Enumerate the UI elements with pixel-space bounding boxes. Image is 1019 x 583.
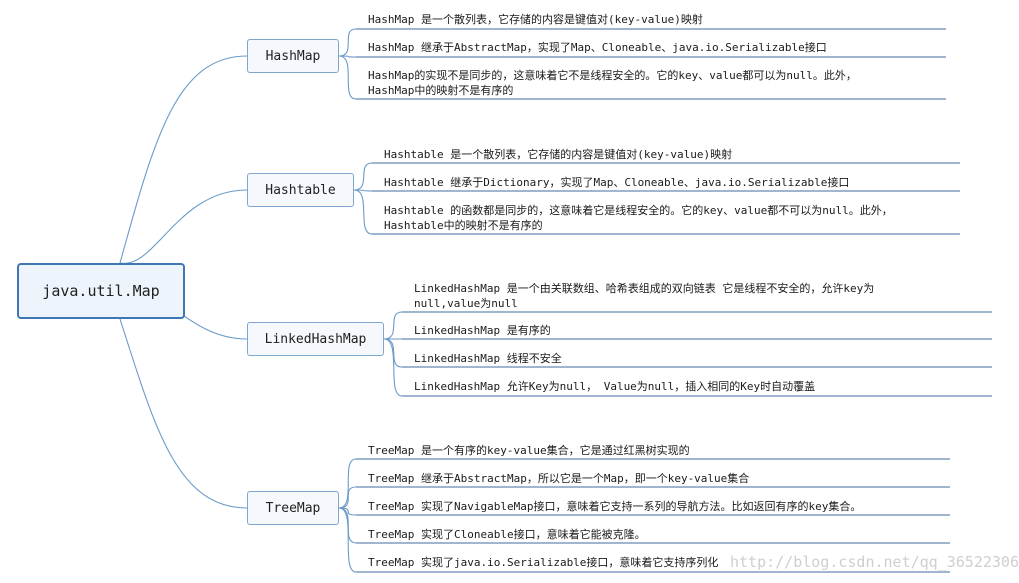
branch-leaf-connector [353,189,373,192]
watermark: http://blog.csdn.net/qq_36522306 [730,553,1019,571]
leaf-text: TreeMap 实现了java.io.Serializable接口，意味着它支持… [368,556,719,569]
leaf-text: LinkedHashMap 是一个由关联数组、哈希表组成的双向链表 它是线程不安… [414,282,875,295]
branch-node-hashtable[interactable]: Hashtable [247,173,354,207]
leaf-text: Hashtable中的映射不是有序的 [384,219,543,232]
root-branch-connector [119,189,248,264]
branch-leaf-connector [338,55,357,58]
leaf-text: LinkedHashMap 线程不安全 [414,352,562,365]
leaf-text: LinkedHashMap 允许Key为null， Value为null，插入相… [414,380,816,393]
leaf-text: HashMap的实现不是同步的，这意味着它不是线程安全的。它的key、value… [368,69,857,82]
leaf-text: TreeMap 实现了NavigableMap接口，意味着它支持一系列的导航方法… [368,500,862,513]
branch-label: HashMap [265,48,321,64]
branch-leaf-connector [338,55,357,100]
leaf-text: Hashtable 的函数都是同步的，这意味着它是线程安全的。它的key、val… [384,204,893,217]
leaf-text: TreeMap 是一个有序的key-value集合，它是通过红黑树实现的 [368,444,690,457]
root-branch-connector [119,55,248,264]
leaf-text: Hashtable 是一个散列表，它存储的内容是键值对(key-value)映射 [384,148,733,161]
branch-leaf-connector [338,507,357,573]
branch-label: TreeMap [265,500,321,516]
branch-leaf-connector [338,28,357,57]
branch-leaf-connector [353,162,373,191]
branch-leaf-connector [338,458,357,509]
leaf-text: HashMap中的映射不是有序的 [368,84,514,97]
root-label: java.util.Map [42,282,160,300]
leaf-text: null,value为null [414,297,518,310]
leaf-text: Hashtable 继承于Dictionary，实现了Map、Cloneable… [384,176,850,189]
root-branch-connector [119,318,248,509]
root-node[interactable]: java.util.Map [17,263,185,319]
leaf-text: HashMap 是一个散列表，它存储的内容是键值对(key-value)映射 [368,13,703,26]
branch-leaf-connector [383,311,403,340]
leaf-text: LinkedHashMap 是有序的 [414,324,551,337]
branch-node-treemap[interactable]: TreeMap [247,491,339,525]
branch-label: LinkedHashMap [264,331,367,347]
branch-node-linkedhashmap[interactable]: LinkedHashMap [247,322,384,356]
branch-leaf-connector [383,338,403,397]
branch-leaf-connector [353,189,373,235]
leaf-text: TreeMap 实现了Cloneable接口，意味着它能被克隆。 [368,528,646,541]
branch-leaf-connector [338,486,357,509]
leaf-text: TreeMap 继承于AbstractMap，所以它是一个Map，即一个key-… [368,472,750,485]
leaf-text: HashMap 继承于AbstractMap，实现了Map、Cloneable、… [368,41,827,54]
branch-label: Hashtable [265,182,336,198]
branch-node-hashmap[interactable]: HashMap [247,39,339,73]
